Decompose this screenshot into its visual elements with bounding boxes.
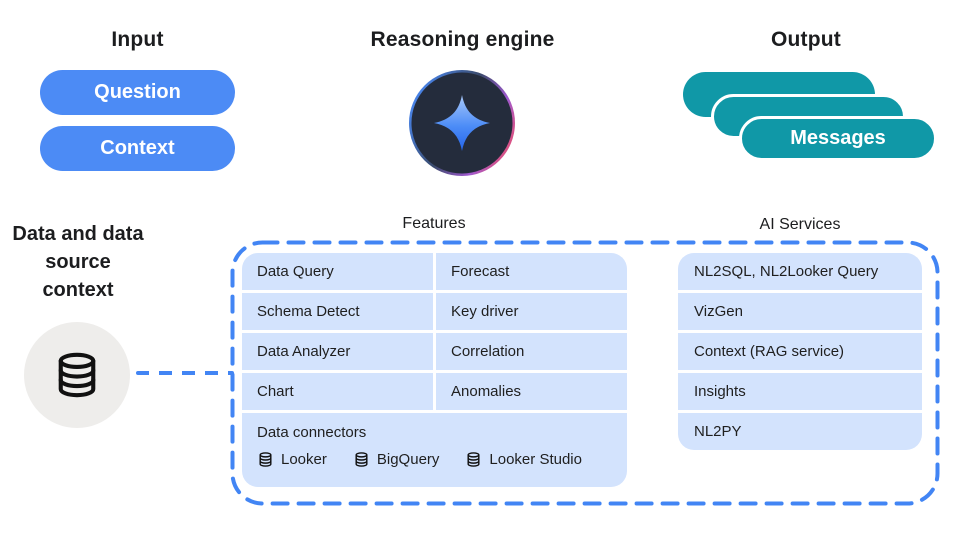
feature-cell: Anomalies bbox=[436, 373, 627, 410]
ai-service-item: NL2SQL, NL2Looker Query bbox=[678, 253, 922, 290]
data-source-circle bbox=[24, 322, 130, 428]
database-icon bbox=[355, 452, 368, 467]
question-pill: Question bbox=[40, 70, 235, 115]
feature-cell: Data Analyzer bbox=[242, 333, 433, 370]
database-icon bbox=[467, 452, 480, 467]
feature-cell: Schema Detect bbox=[242, 293, 433, 330]
connector-label: Looker bbox=[281, 451, 327, 468]
database-icon bbox=[58, 352, 96, 398]
messages-pill: Messages bbox=[739, 116, 937, 161]
features-table: Data Query Forecast Schema Detect Key dr… bbox=[242, 253, 627, 487]
connector-label: Looker Studio bbox=[489, 451, 582, 468]
ai-service-item: Context (RAG service) bbox=[678, 333, 922, 370]
ai-services-list: NL2SQL, NL2Looker Query VizGen Context (… bbox=[678, 253, 922, 450]
ai-service-item: NL2PY bbox=[678, 413, 922, 450]
database-icon bbox=[259, 452, 272, 467]
data-connectors-items: Looker BigQuery bbox=[257, 451, 612, 468]
data-context-label: Data and data source context bbox=[12, 223, 144, 301]
feature-cell: Forecast bbox=[436, 253, 627, 290]
dashed-connector-line bbox=[136, 371, 234, 375]
reasoning-engine-title: Reasoning engine bbox=[370, 28, 555, 51]
feature-cell: Data Query bbox=[242, 253, 433, 290]
connector-looker: Looker bbox=[257, 451, 327, 468]
ai-services-title: AI Services bbox=[759, 216, 841, 233]
ai-service-item: Insights bbox=[678, 373, 922, 410]
output-title: Output bbox=[770, 28, 841, 51]
data-connectors-label: Data connectors bbox=[257, 424, 367, 441]
data-connectors-cell: Data connectors Looker bbox=[242, 413, 627, 487]
input-title: Input bbox=[111, 28, 164, 51]
connector-looker-studio: Looker Studio bbox=[465, 451, 582, 468]
gemini-sparkle-icon bbox=[409, 70, 515, 176]
feature-cell: Key driver bbox=[436, 293, 627, 330]
ai-service-item: VizGen bbox=[678, 293, 922, 330]
feature-cell: Correlation bbox=[436, 333, 627, 370]
features-title: Features bbox=[402, 215, 466, 232]
context-pill: Context bbox=[40, 126, 235, 171]
feature-cell: Chart bbox=[242, 373, 433, 410]
connector-label: BigQuery bbox=[376, 451, 440, 468]
connector-bigquery: BigQuery bbox=[353, 451, 440, 468]
